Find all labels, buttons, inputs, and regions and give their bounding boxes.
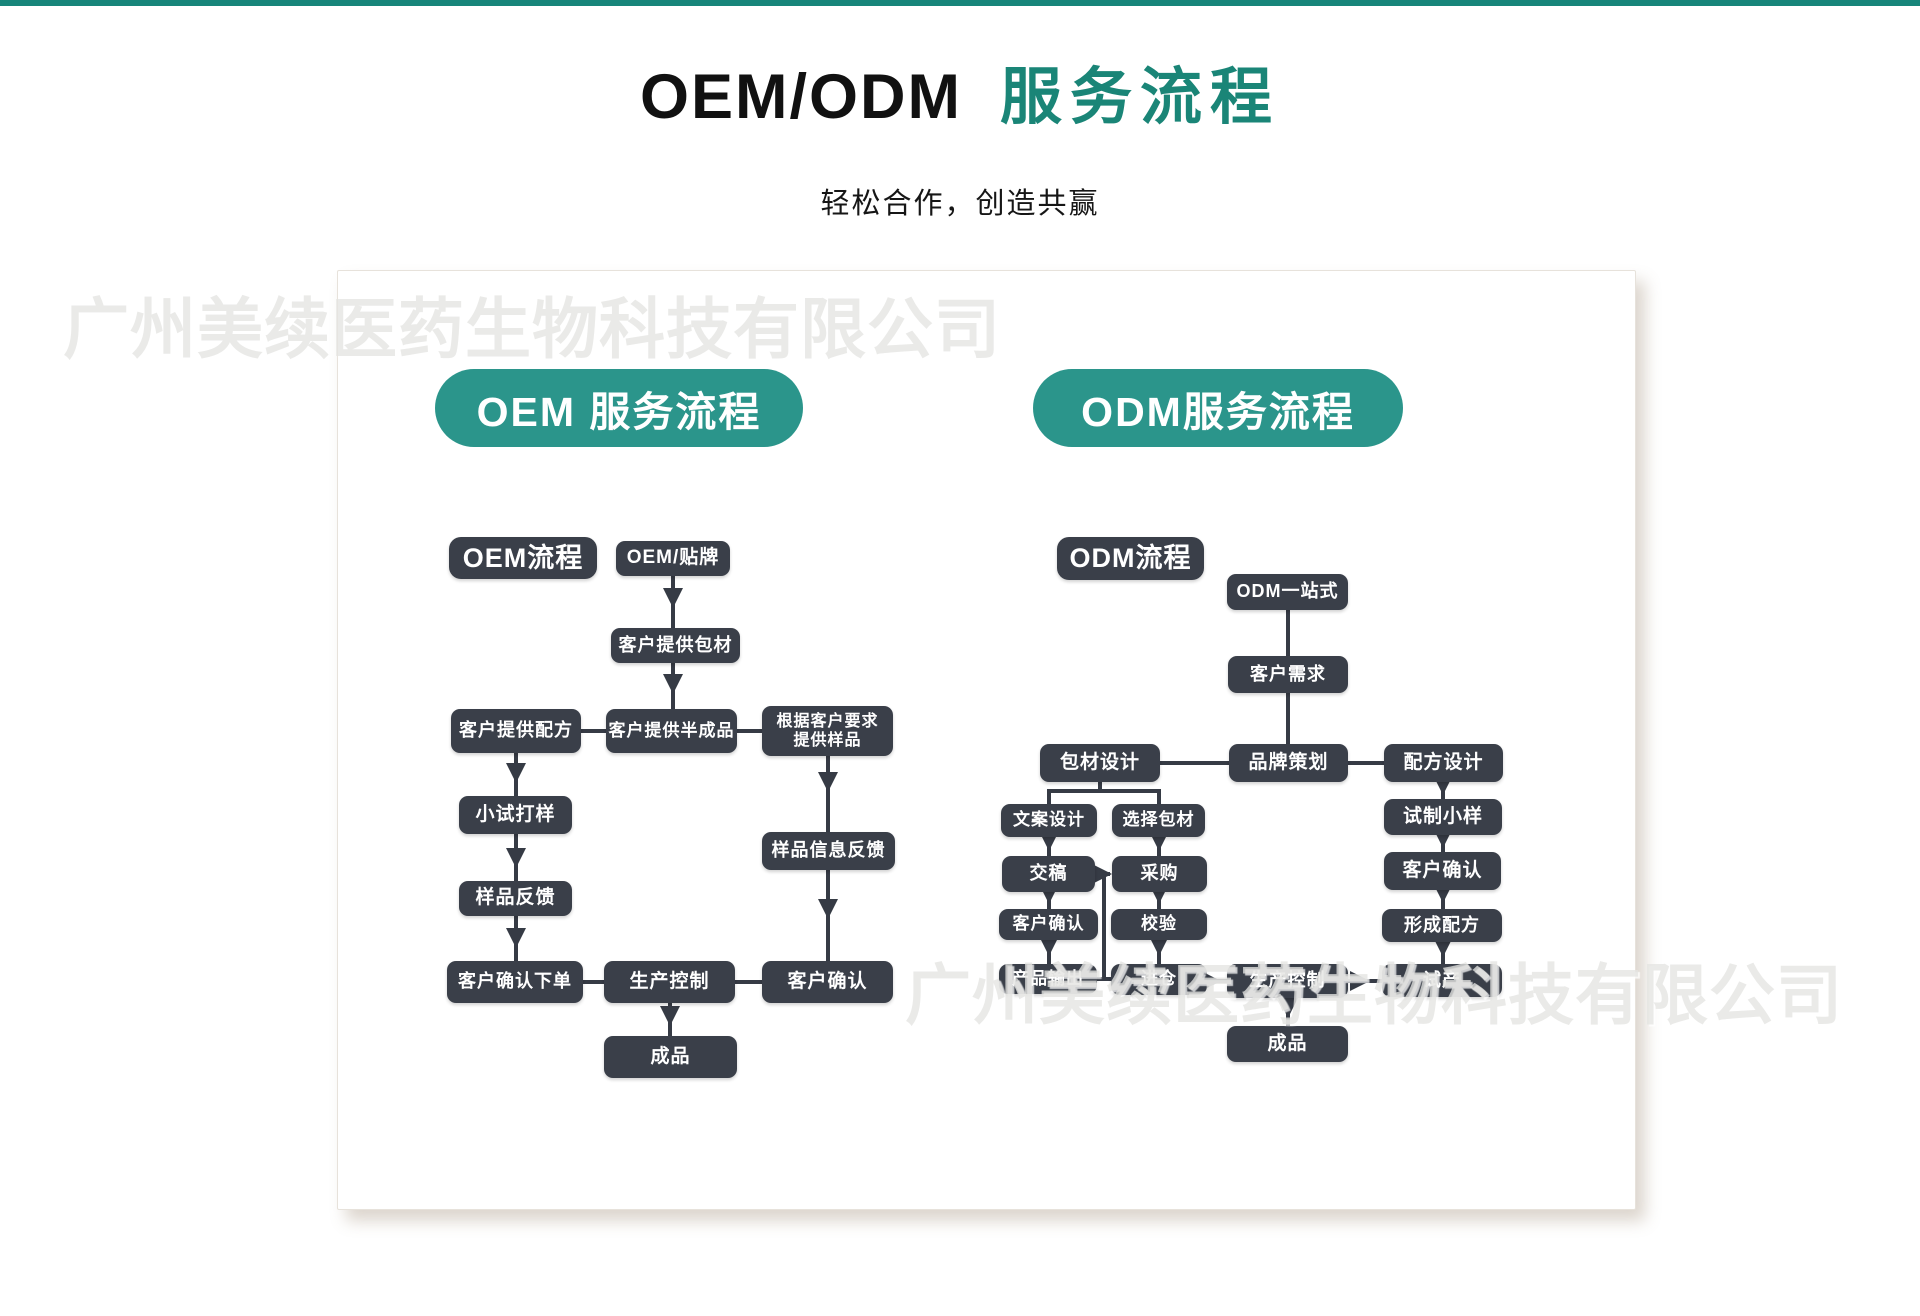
top-accent-bar [0, 0, 1920, 6]
flow-node-odm-shichan: 试产 [1382, 964, 1502, 997]
flow-node-odm-pf-sheji: 配方设计 [1384, 744, 1503, 782]
page-subtitle: 轻松合作，创造共赢 [820, 188, 1100, 220]
title-service-flow: 服务流程 [999, 63, 1280, 132]
flow-node-oem-shengchan: 生产控制 [604, 961, 735, 1003]
flow-node-odm-queren-l: 客户确认 [999, 909, 1098, 940]
flow-node-odm-xz-baocai: 选择包材 [1112, 804, 1205, 837]
flow-node-oem-tiepai: OEM/贴牌 [616, 541, 730, 576]
flow-node-oem-baocai: 客户提供包材 [611, 628, 740, 663]
flow-node-oem-yangpin-req: 根据客户要求 提供样品 [762, 706, 893, 756]
flow-node-odm-jincang: 进仓 [1111, 964, 1207, 995]
flow-node-odm-caigou: 采购 [1112, 856, 1207, 892]
flow-node-oem-label: OEM流程 [449, 537, 597, 579]
flow-node-oem-yp-fankui: 样品信息反馈 [762, 832, 895, 870]
flow-node-odm-wenan: 文案设计 [1001, 804, 1097, 837]
oem-section-header: OEM 服务流程 [435, 369, 803, 447]
flow-node-odm-shengchan: 生产控制 [1227, 964, 1348, 998]
flow-node-odm-xuqiu: 客户需求 [1228, 656, 1348, 693]
flow-node-oem-chengpin: 成品 [604, 1036, 737, 1078]
flow-node-odm-pinpai: 品牌策划 [1229, 744, 1348, 782]
flow-node-oem-peifang: 客户提供配方 [451, 709, 581, 753]
flow-node-odm-yizhan: ODM一站式 [1227, 574, 1348, 610]
flow-node-odm-jiaogao: 交稿 [1002, 856, 1095, 892]
odm-section-header: ODM服务流程 [1033, 369, 1403, 447]
flow-node-oem-xiaoshi: 小试打样 [459, 796, 572, 834]
flow-node-odm-jiaoyan: 校验 [1111, 909, 1207, 940]
flow-node-oem-bancheng: 客户提供半成品 [606, 709, 737, 753]
flow-node-odm-shuchu: 产品输出 [999, 964, 1097, 994]
flow-node-odm-chengpin: 成品 [1227, 1026, 1348, 1062]
flow-node-odm-queren-r: 客户确认 [1384, 852, 1501, 890]
flow-node-oem-queren: 客户确认 [762, 961, 893, 1003]
title-oem-odm: OEM/ODM [639, 62, 962, 132]
flow-node-odm-xc-peifang: 形成配方 [1382, 909, 1502, 942]
flow-node-oem-xiadan: 客户确认下单 [447, 961, 583, 1003]
flow-node-odm-shizhi: 试制小样 [1384, 799, 1502, 835]
flow-node-odm-label: ODM流程 [1057, 537, 1204, 580]
flow-node-oem-fankui: 样品反馈 [459, 881, 572, 916]
flow-node-odm-bc-sheji: 包材设计 [1040, 744, 1160, 782]
